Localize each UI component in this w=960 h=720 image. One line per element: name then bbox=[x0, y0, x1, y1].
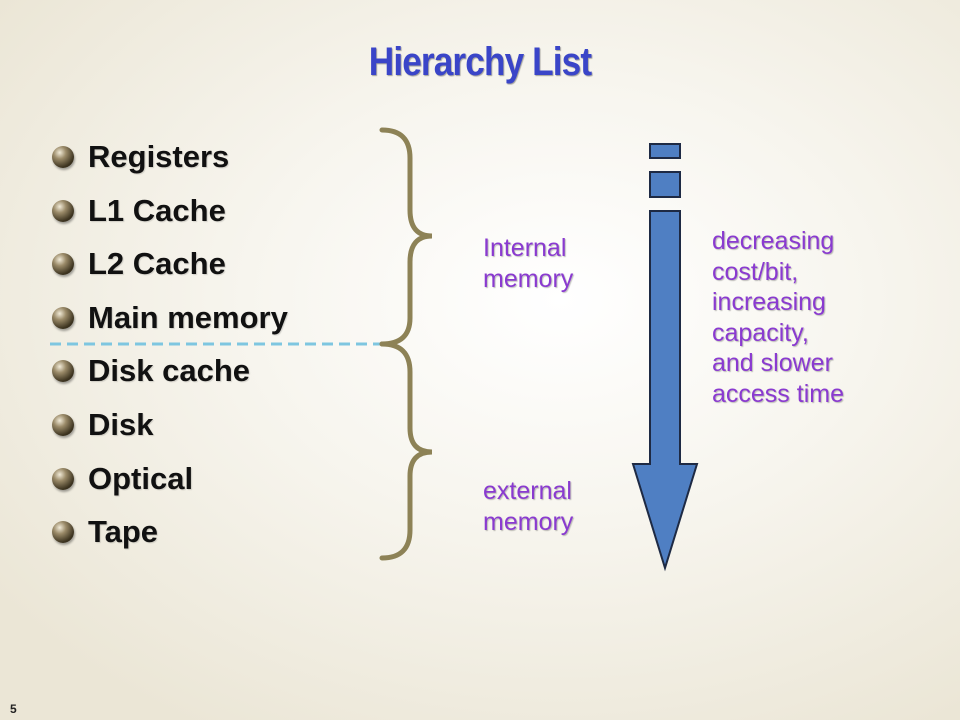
list-item-label: Optical bbox=[88, 460, 194, 496]
list-item-tape: Tape bbox=[52, 505, 288, 559]
bullet-icon bbox=[52, 467, 74, 490]
internal-memory-brace bbox=[379, 127, 433, 347]
arrow-tail-block-small bbox=[649, 143, 681, 159]
trend-text: decreasing cost/bit, increasing capacity… bbox=[712, 227, 844, 408]
list-item-l1-cache: L1 Cache bbox=[52, 184, 288, 238]
hierarchy-list: Registers L1 Cache L2 Cache Main memory … bbox=[52, 130, 288, 559]
arrow-tail-block-medium bbox=[649, 171, 681, 198]
bullet-icon bbox=[52, 146, 74, 168]
external-memory-text: external memory bbox=[483, 477, 574, 537]
list-item-label: L1 Cache bbox=[88, 192, 226, 228]
list-item-main-memory: Main memory bbox=[52, 291, 288, 345]
list-item-l2-cache: L2 Cache bbox=[52, 237, 288, 291]
list-item-disk: Disk bbox=[52, 398, 288, 452]
external-memory-brace bbox=[379, 341, 433, 561]
external-memory-label: external memory bbox=[483, 476, 573, 539]
list-item-label: Tape bbox=[88, 514, 159, 550]
list-item-label: L2 Cache bbox=[88, 246, 226, 282]
list-item-label: Disk cache bbox=[88, 353, 250, 389]
bullet-icon bbox=[52, 253, 74, 276]
bullet-icon bbox=[52, 521, 74, 544]
bullet-icon bbox=[52, 306, 74, 329]
slide-title: Hierarchy List bbox=[368, 40, 592, 84]
list-item-optical: Optical bbox=[52, 452, 288, 506]
bullet-icon bbox=[52, 413, 74, 436]
list-item-label: Registers bbox=[88, 139, 230, 174]
list-item-label: Disk bbox=[88, 406, 154, 442]
bullet-icon bbox=[52, 199, 74, 222]
slide-number: 5 bbox=[10, 702, 17, 716]
list-item-registers: Registers bbox=[52, 130, 288, 184]
internal-memory-label: Internal memory bbox=[483, 233, 573, 296]
down-arrow-icon bbox=[631, 210, 699, 572]
list-item-label: Main memory bbox=[88, 299, 288, 335]
list-item-disk-cache: Disk cache bbox=[52, 344, 288, 398]
bullet-icon bbox=[52, 360, 74, 383]
internal-memory-text: Internal memory bbox=[483, 234, 574, 294]
trend-description: decreasing cost/bit, increasing capacity… bbox=[712, 226, 844, 409]
